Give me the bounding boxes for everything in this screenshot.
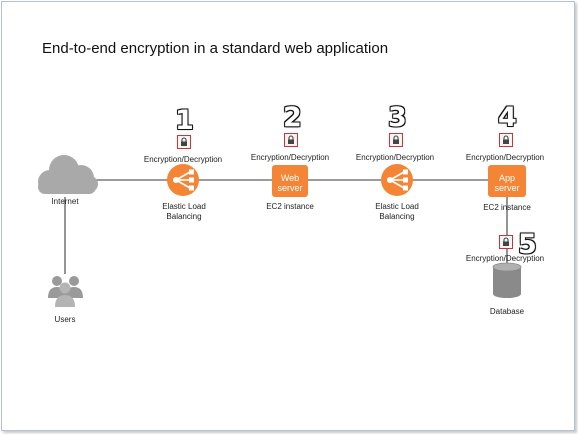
- database-icon: [492, 262, 522, 298]
- lock-icon: [499, 235, 513, 249]
- encryption-label-2: Encryption/Decryption: [250, 153, 330, 162]
- users-label: Users: [54, 315, 76, 324]
- cloud-icon: [38, 155, 98, 194]
- encryption-label-1: Encryption/Decryption: [143, 155, 223, 164]
- elb2-label: Elastic Load Balancing: [375, 202, 419, 221]
- ec2-instance-label-1: EC2 instance: [266, 202, 314, 211]
- lock-icon: [284, 133, 298, 147]
- encryption-label-4: Encryption/Decryption: [465, 153, 545, 162]
- diagram-title: End-to-end encryption in a standard web …: [42, 40, 389, 57]
- internet-label: Internet: [51, 197, 79, 206]
- load-balancer-icon: [381, 164, 413, 196]
- lock-icon: [177, 135, 191, 149]
- web-server-box: [272, 165, 308, 197]
- app-server-label: App server: [494, 173, 520, 193]
- load-balancer-icon: [167, 164, 199, 196]
- encryption-label-3: Encryption/Decryption: [355, 153, 435, 162]
- users-icon: [48, 276, 83, 307]
- step-number-3: 3: [388, 102, 407, 133]
- lock-icon: [499, 133, 513, 147]
- step-number-1: 1: [175, 105, 194, 136]
- step-number-5: 5: [518, 229, 537, 260]
- app-server-box: [488, 165, 526, 197]
- database-label: Database: [489, 307, 525, 316]
- elb1-label: Elastic Load Balancing: [162, 202, 206, 221]
- web-server-label: Web server: [277, 173, 303, 193]
- step-number-4: 4: [498, 102, 517, 133]
- ec2-instance-label-2: EC2 instance: [483, 203, 531, 212]
- lock-icon: [389, 133, 403, 147]
- diagram-canvas: [38, 155, 526, 307]
- step-number-2: 2: [283, 102, 302, 133]
- encryption-label-5: Encryption/Decryption: [465, 254, 545, 263]
